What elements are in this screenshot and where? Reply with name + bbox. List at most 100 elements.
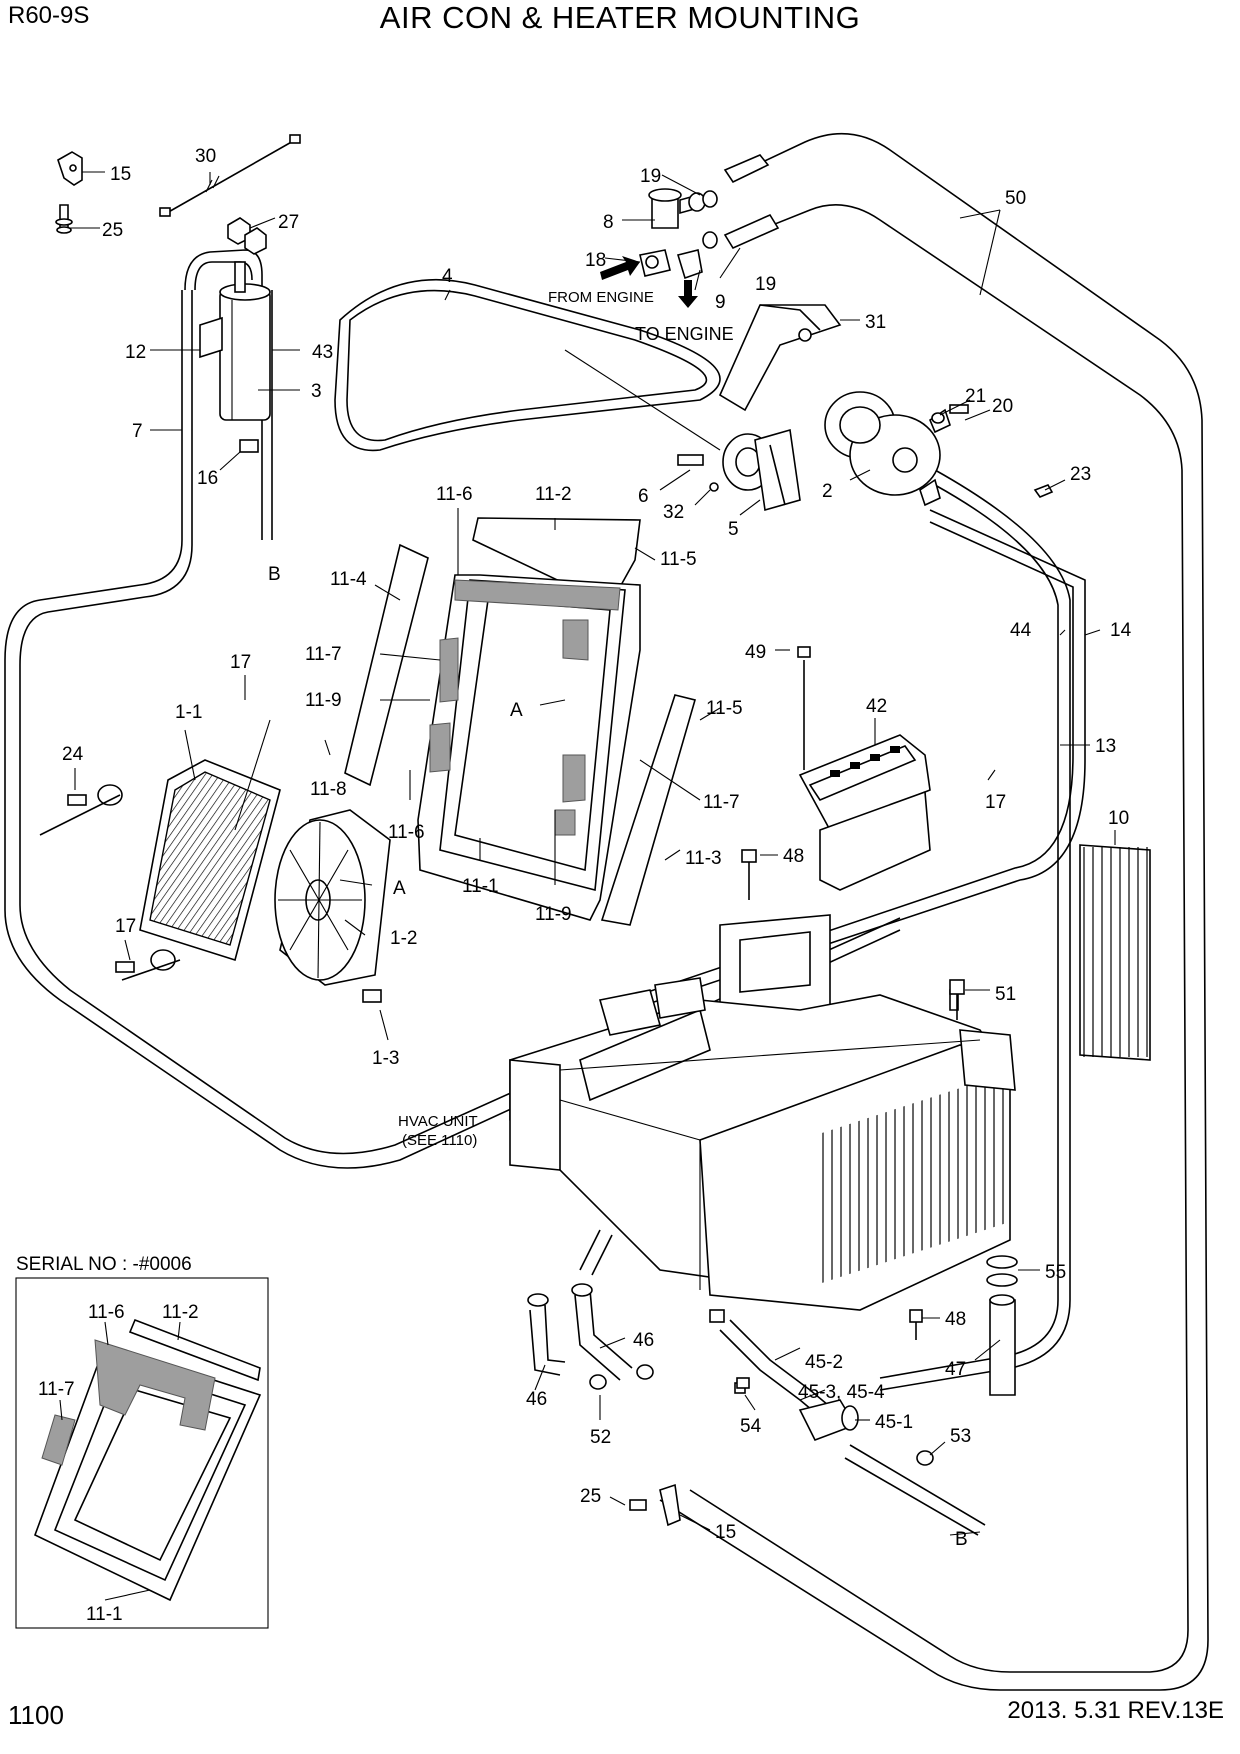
harness-30 — [159, 134, 301, 217]
leader-lines — [68, 171, 1116, 1536]
callout: 7 — [132, 421, 143, 442]
callout: 17 — [115, 916, 136, 937]
bracket-15 — [55, 151, 83, 234]
callout: 1-2 — [390, 928, 417, 949]
callout: 11-6 — [388, 822, 425, 843]
callout: 11-8 — [310, 779, 347, 800]
callout: 55 — [1045, 1262, 1066, 1283]
callout: 9 — [715, 292, 726, 313]
callout: 18 — [585, 250, 606, 271]
callout: 2 — [822, 481, 833, 502]
callout: B — [955, 1529, 968, 1550]
callout: 11-9 — [305, 690, 342, 711]
callout: 10 — [1108, 808, 1129, 829]
filter-10 — [1079, 844, 1151, 1061]
callout: 11-5 — [660, 549, 697, 570]
control-panel-42 — [797, 646, 931, 891]
callout: 45-2 — [805, 1352, 843, 1373]
water-valve-8 — [600, 154, 780, 308]
callout: 53 — [950, 1426, 971, 1447]
callout: 11-5 — [706, 698, 743, 719]
callout: 24 — [62, 744, 84, 765]
tensioner-5 — [677, 428, 801, 512]
callout: 25 — [102, 220, 123, 241]
callout: 5 — [728, 519, 739, 540]
fan-1-2 — [274, 809, 391, 1003]
compressor-2 — [824, 391, 1054, 507]
page-number: 1100 — [8, 1700, 64, 1730]
callout: 15 — [110, 164, 131, 185]
callout: 11-1 — [86, 1604, 123, 1625]
callout: 47 — [945, 1359, 966, 1380]
callout: 17 — [985, 792, 1006, 813]
callout: 27 — [278, 212, 299, 233]
fasteners — [629, 849, 1018, 1527]
callout: 11-2 — [535, 484, 572, 505]
callout: 23 — [1070, 464, 1091, 485]
from-engine-label: FROM ENGINE — [548, 289, 654, 306]
callout: 44 — [1010, 620, 1032, 641]
callout: 46 — [633, 1330, 654, 1351]
callout: 4 — [442, 266, 453, 287]
callout: 20 — [992, 396, 1013, 417]
hvac-unit-label: HVAC UNIT — [398, 1113, 478, 1130]
callout: 1-3 — [372, 1048, 399, 1069]
callout: 52 — [590, 1427, 611, 1448]
heater-hoses-46 — [527, 1229, 654, 1390]
callout: 46 — [526, 1389, 547, 1410]
serial-no-label: SERIAL NO : -#0006 — [16, 1254, 192, 1275]
callout: 32 — [663, 502, 684, 523]
callout: 3 — [311, 381, 322, 402]
hvac-unit — [509, 914, 1016, 1311]
to-engine-label: TO ENGINE — [635, 324, 734, 344]
callout: 14 — [1110, 620, 1132, 641]
callout: 50 — [1005, 188, 1026, 209]
callout: 48 — [945, 1309, 966, 1330]
pipe-7 — [4, 290, 901, 1169]
callout: 11-6 — [436, 484, 473, 505]
callout: 1-1 — [175, 702, 202, 723]
callout: 8 — [603, 212, 614, 233]
pipe-50 — [659, 132, 1209, 1691]
callout: 11-7 — [38, 1379, 75, 1400]
callout: 51 — [995, 984, 1016, 1005]
callout: 45-1 — [875, 1412, 913, 1433]
page-title: AIR CON & HEATER MOUNTING — [379, 0, 861, 35]
callout: 31 — [865, 312, 886, 333]
callout: 54 — [740, 1416, 762, 1437]
callout: A — [393, 878, 406, 899]
callout: 48 — [783, 846, 804, 867]
callout: 25 — [580, 1486, 601, 1507]
callout: 15 — [715, 1522, 736, 1543]
callout: 42 — [866, 696, 887, 717]
callout: A — [510, 700, 523, 721]
callout: 11-4 — [330, 569, 367, 590]
callout: 19 — [640, 166, 661, 187]
callout: 30 — [195, 146, 216, 167]
callout: 49 — [745, 642, 766, 663]
callout: 13 — [1095, 736, 1116, 757]
callout: 11-7 — [305, 644, 342, 665]
serial-inset: SERIAL NO : -#0006 11-6 11-2 11-7 11-1 — [15, 1254, 269, 1629]
belt-4 — [334, 278, 721, 452]
callout: B — [268, 564, 281, 585]
callout: 11-7 — [703, 792, 740, 813]
pipe-45 — [719, 1319, 986, 1536]
bracket-31 — [718, 304, 842, 412]
callout: 11-9 — [535, 904, 572, 925]
callout: 11-6 — [88, 1302, 125, 1323]
condenser-1-1 — [39, 759, 281, 981]
callout: 11-1 — [462, 876, 499, 897]
model-code: R60-9S — [8, 2, 90, 29]
callout: 43 — [312, 342, 333, 363]
callout: 45-3, 45-4 — [798, 1382, 885, 1403]
revision-date: 2013. 5.31 REV.13E — [1007, 1697, 1224, 1724]
receiver-drier-3 — [184, 217, 271, 453]
callout: 11-3 — [685, 848, 722, 869]
hvac-see-label: (SEE 1110) — [402, 1132, 477, 1149]
callout: 12 — [125, 342, 146, 363]
callout: 19 — [755, 274, 776, 295]
callout: 6 — [638, 486, 649, 507]
callout-labels: 15 25 30 27 12 43 3 7 16 B 4 19 8 18 19 … — [62, 146, 1132, 1550]
